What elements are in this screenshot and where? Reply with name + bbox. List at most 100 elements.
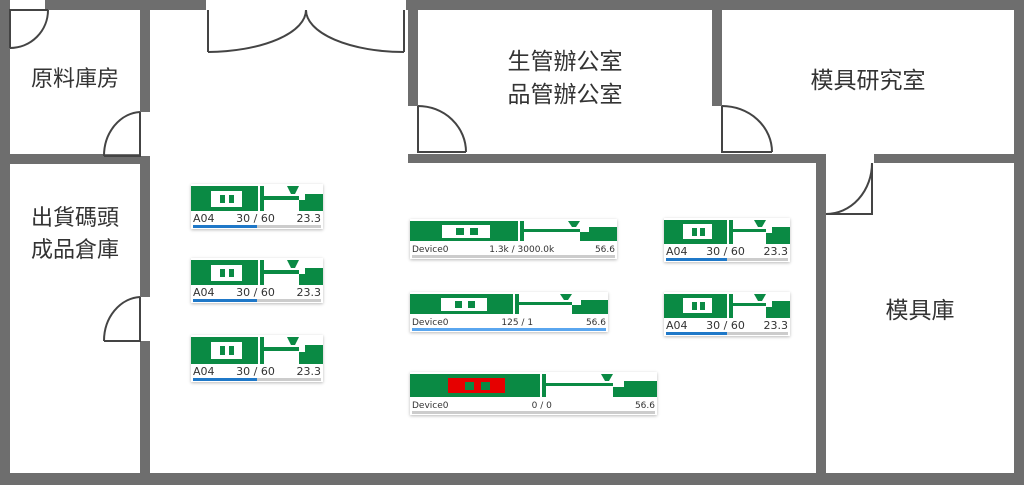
machine-hopper [601, 374, 613, 381]
room-label-line: 生管辦公室 [507, 49, 623, 75]
room-label-line: 原料庫房 [30, 67, 119, 92]
outer-wall-bottom [0, 473, 1024, 485]
machine-name: A04 [193, 212, 215, 225]
door-mold-lab [721, 105, 773, 153]
machine-count: 0 / 0 [531, 401, 552, 411]
wall-raw-ship [0, 154, 150, 164]
door-raw-top [9, 9, 49, 49]
machine-progress-bar [412, 255, 615, 258]
machine-hopper [560, 294, 572, 300]
room-label-line: 模具庫 [885, 298, 955, 324]
machine-progress-fill [193, 299, 257, 302]
machine-card[interactable]: A04 30 / 60 23.3 [191, 258, 323, 303]
door-openings [10, 0, 874, 341]
machine-hopper [287, 186, 299, 194]
door-swings [9, 9, 873, 342]
door-ship-side [102, 296, 141, 342]
door-office [417, 105, 467, 153]
machine-progress-bar [412, 328, 606, 331]
machine-value: 23.3 [763, 245, 789, 258]
room-label-line: 模具研究室 [810, 68, 926, 94]
room-label-shipping: 出貨碼頭 成品倉庫 [10, 203, 140, 267]
room-label-line: 品管辦公室 [507, 82, 623, 109]
injection-machine-graphic [191, 186, 323, 211]
door-main-double [207, 9, 405, 53]
injection-machine-graphic [410, 294, 608, 314]
machine-name: Device0 [412, 318, 449, 328]
machine-value: 23.3 [296, 286, 322, 299]
wall-mold-store-left [816, 154, 826, 485]
machine-progress-bar [412, 411, 655, 414]
machine-mold [211, 265, 242, 281]
injection-machine-graphic [410, 374, 657, 397]
machine-value: 56.6 [585, 318, 606, 328]
machine-progress-bar [666, 332, 788, 335]
machine-progress-bar [193, 299, 321, 302]
machine-info-row: A04 30 / 60 23.3 [191, 286, 323, 299]
room-label-line: 成品倉庫 [30, 237, 119, 263]
wall-office-left [408, 0, 418, 162]
machine-count: 30 / 60 [236, 286, 275, 299]
machine-hopper [287, 337, 299, 345]
machine-info-row: A04 30 / 60 23.3 [664, 245, 790, 258]
room-label-office: 生管辦公室 品管辦公室 [418, 46, 712, 113]
machine-card[interactable]: A04 30 / 60 23.3 [664, 218, 790, 262]
door-raw-side [102, 111, 141, 157]
outer-wall-top [0, 0, 1024, 10]
machine-hopper [287, 260, 299, 268]
injection-machine-graphic [191, 337, 323, 364]
machine-name: Device0 [412, 245, 449, 255]
machine-count: 30 / 60 [706, 319, 745, 332]
machine-name: A04 [666, 245, 688, 258]
machine-progress-bar [666, 258, 788, 261]
machine-value: 23.3 [296, 365, 322, 378]
machine-count: 30 / 60 [236, 212, 275, 225]
injection-machine-graphic [191, 260, 323, 285]
machine-value: 56.6 [634, 401, 655, 411]
machine-injection-screw [519, 302, 574, 305]
machine-injection-screw [546, 383, 615, 386]
room-label-raw-material: 原料庫房 [10, 64, 140, 96]
machine-progress-fill [412, 328, 606, 331]
room-label-line: 出貨碼頭 [30, 206, 119, 231]
machine-injection-screw [264, 196, 301, 200]
machine-count: 30 / 60 [706, 245, 745, 258]
machine-progress-fill [666, 332, 727, 335]
machine-injection-screw [733, 229, 768, 232]
machine-progress-fill [666, 258, 727, 261]
machine-progress-bar [193, 378, 321, 381]
machine-injection-screw [264, 270, 301, 274]
machine-name: A04 [193, 286, 215, 299]
injection-machine-graphic [664, 294, 790, 318]
room-label-mold-store: 模具庫 [826, 295, 1014, 328]
room-label-mold-lab: 模具研究室 [722, 65, 1014, 98]
injection-machine-graphic [664, 220, 790, 244]
wall-left-column [140, 0, 150, 485]
machine-progress-fill [193, 225, 257, 228]
machine-mold [211, 191, 242, 207]
machine-progress-fill [193, 378, 257, 381]
machine-hopper [754, 220, 766, 227]
machine-value: 23.3 [763, 319, 789, 332]
machine-injection-unit [580, 227, 617, 241]
outer-wall-right [1014, 0, 1024, 485]
machine-progress-bar [193, 225, 321, 228]
machine-hopper [754, 294, 766, 301]
machine-injection-screw [524, 229, 582, 232]
machine-mold [448, 378, 505, 393]
machine-mold [211, 342, 242, 359]
door-mold-store [825, 162, 873, 215]
